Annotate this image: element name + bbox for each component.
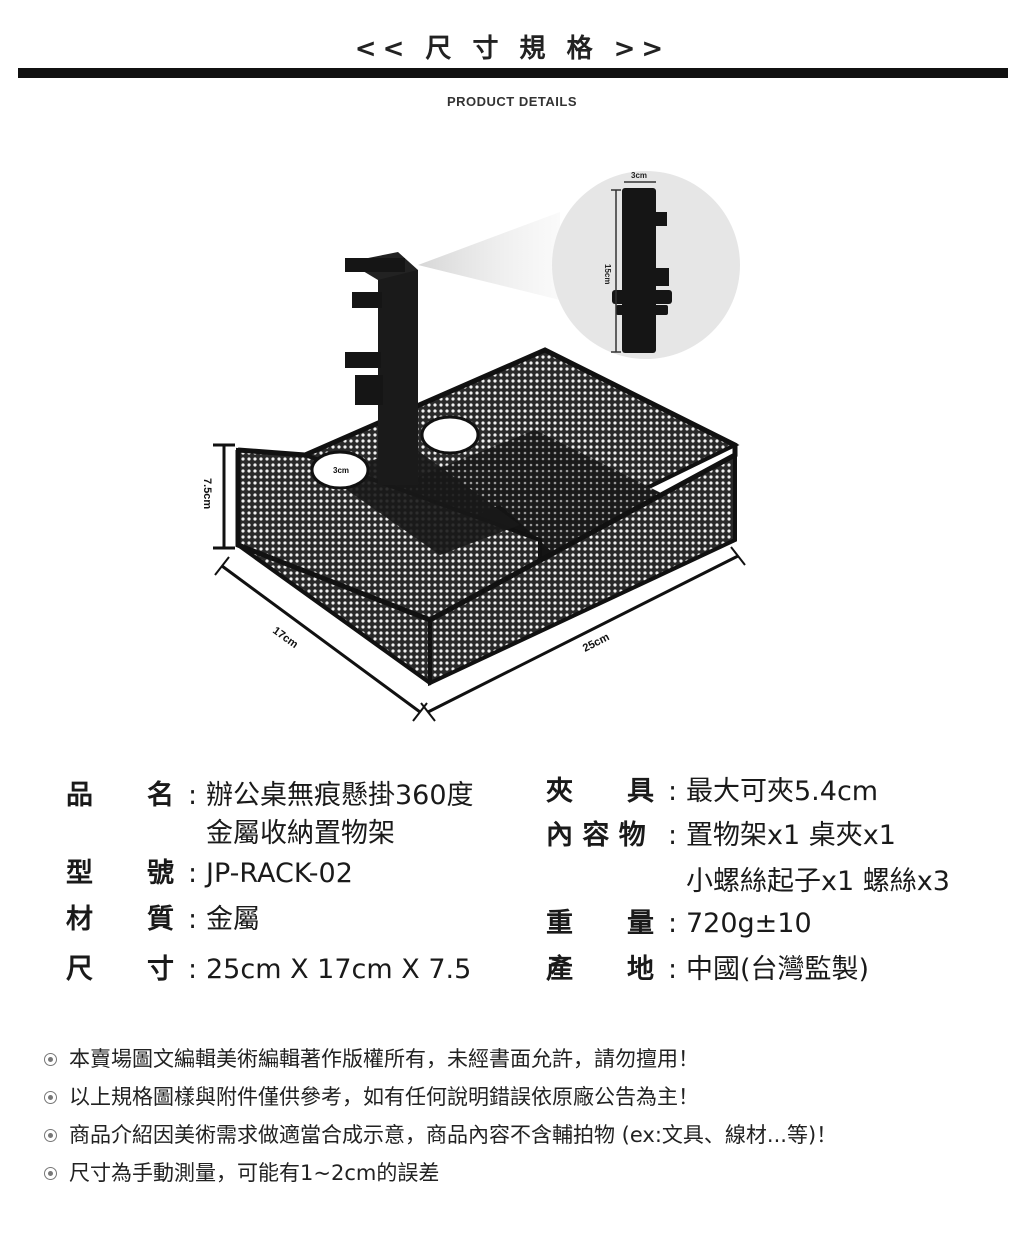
dim-height: 7.5cm <box>201 478 213 509</box>
spec-model-value: JP-RACK-02 <box>206 858 353 889</box>
spec-colon: : <box>188 780 198 811</box>
spec-colon: : <box>668 820 678 851</box>
note-text: 尺寸為手動測量，可能有1~2cm的誤差 <box>69 1161 440 1185</box>
spec-contents-label: 內 容 物 <box>546 820 646 851</box>
hole-label: 3cm <box>333 466 349 475</box>
spec-weight-label: 重 量 <box>546 908 654 939</box>
note-text: 本賣場圖文編輯美術編輯著作版權所有，未經書面允許，請勿擅用！ <box>69 1047 699 1071</box>
page-subtitle: PRODUCT DETAILS <box>446 94 578 109</box>
spec-size-label: 尺 寸 <box>66 954 174 985</box>
bullet-icon <box>44 1128 57 1142</box>
hole-right <box>420 415 480 455</box>
dim-clamp-height: 15cm <box>603 264 612 284</box>
bullet-icon <box>44 1090 57 1104</box>
note-item: 商品介紹因美術需求做適當合成示意，商品內容不含輔拍物 (ex:文具、線材...等… <box>44 1116 1014 1154</box>
spec-material-label: 材 質 <box>66 904 174 935</box>
notes-list: 本賣場圖文編輯美術編輯著作版權所有，未經書面允許，請勿擅用！ 以上規格圖樣與附件… <box>44 1040 1014 1192</box>
spec-clamp-label: 夾 具 <box>546 776 654 807</box>
spec-origin-value: 中國(台灣監製) <box>686 954 870 985</box>
spec-name: 品 名 : 辦公桌無痕懸掛360度 金屬收納置物架 <box>66 778 506 858</box>
spec-clamp-value: 最大可夾5.4cm <box>686 776 879 807</box>
hole-left <box>310 450 370 490</box>
bullet-icon <box>44 1166 57 1180</box>
dim-width: 25cm <box>581 631 612 655</box>
spec-origin-label: 產 地 <box>546 954 654 985</box>
spec-origin: 產 地 : 中國(台灣監製) <box>546 952 1006 992</box>
note-item: 以上規格圖樣與附件僅供參考，如有任何說明錯誤依原廠公告為主！ <box>44 1078 1014 1116</box>
spec-colon: : <box>188 954 198 985</box>
spec-weight-value: 720g±10 <box>686 908 812 939</box>
dim-clamp-width: 3cm <box>631 171 647 180</box>
page-title: << 尺 寸 規 格 >> <box>354 34 670 64</box>
spec-material: 材 質 : 金屬 <box>66 902 506 942</box>
note-text: 以上規格圖樣與附件僅供參考，如有任何說明錯誤依原廠公告為主！ <box>69 1085 699 1109</box>
zoom-beam <box>418 212 560 300</box>
spec-contents-value-1: 置物架x1 桌夾x1 <box>686 820 896 851</box>
zoom-clamp-post <box>622 188 656 353</box>
spec-colon: : <box>668 776 678 807</box>
spec-weight: 重 量 : 720g±10 <box>546 906 1006 946</box>
note-item: 本賣場圖文編輯美術編輯著作版權所有，未經書面允許，請勿擅用！ <box>44 1040 1014 1078</box>
spec-name-value-2: 金屬收納置物架 <box>206 818 395 849</box>
header-divider <box>18 68 1008 78</box>
spec-colon: : <box>668 954 678 985</box>
clamp-post <box>378 270 418 485</box>
spec-colon: : <box>188 904 198 935</box>
spec-contents-value-2: 小螺絲起子x1 螺絲x3 <box>686 866 950 897</box>
dim-depth: 17cm <box>270 625 300 651</box>
spec-clamp: 夾 具 : 最大可夾5.4cm <box>546 774 1006 814</box>
note-item: 尺寸為手動測量，可能有1~2cm的誤差 <box>44 1154 1014 1192</box>
spec-size-value: 25cm X 17cm X 7.5 <box>206 954 472 985</box>
spec-colon: : <box>188 858 198 889</box>
spec-size: 尺 寸 : 25cm X 17cm X 7.5 <box>66 952 506 992</box>
spec-colon: : <box>668 908 678 939</box>
spec-name-value-1: 辦公桌無痕懸掛360度 <box>206 780 474 811</box>
spec-model: 型 號 : JP-RACK-02 <box>66 856 506 896</box>
spec-contents: 內 容 物 : 置物架x1 桌夾x1 小螺絲起子x1 螺絲x3 <box>546 818 1016 898</box>
spec-material-value: 金屬 <box>206 904 260 935</box>
note-text: 商品介紹因美術需求做適當合成示意，商品內容不含輔拍物 (ex:文具、線材...等… <box>69 1123 838 1147</box>
spec-model-label: 型 號 <box>66 858 174 889</box>
spec-name-label: 品 名 <box>66 780 174 811</box>
product-illustration: 15cm 3cm 3cm 7.5cm 17cm 25cm <box>201 171 746 722</box>
bullet-icon <box>44 1052 57 1066</box>
